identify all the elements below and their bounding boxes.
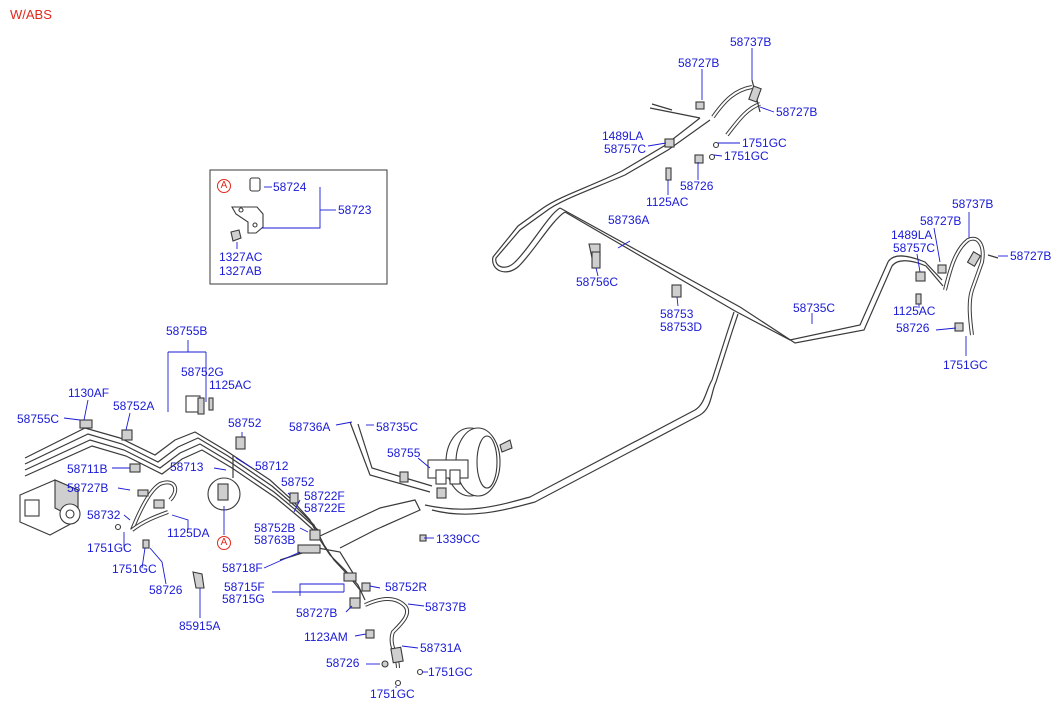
label-1327ac: 1327AC [219,250,263,264]
label-58726-bot: 58726 [326,656,360,670]
label-58736a-left: 58736A [289,420,331,434]
brake-booster [349,421,513,542]
label-58715g: 58715G [222,592,265,606]
bottom-hose-assembly [349,597,424,687]
label-1489la-top: 1489LA [602,129,644,143]
label-58722f: 58722F [304,489,345,503]
label-58753: 58753 [660,307,694,321]
label-58755: 58755 [387,446,421,460]
label-58727b-top1: 58727B [678,56,720,70]
label-58752-2: 58752 [281,475,315,489]
label-58757c-top: 58757C [604,142,647,156]
label-58735c-mid: 58735C [793,301,836,315]
label-1339cc: 1339CC [436,532,481,546]
label-58753d: 58753D [660,320,703,334]
label-58757c-right: 58757C [893,241,936,255]
label-58727b-left: 58727B [67,481,109,495]
abs-unit [19,479,81,536]
label-58737b-top: 58737B [730,35,772,49]
label-1125ac-right: 1125AC [893,304,936,318]
label-58726-top: 58726 [680,179,714,193]
top-hose-assembly [664,79,762,181]
label-58731a: 58731A [420,641,462,655]
label-58722e: 58722E [304,501,346,515]
label-58752g: 58752G [181,365,224,379]
label-58755c: 58755C [17,412,60,426]
label-58735c-left: 58735C [376,420,419,434]
label-1751gc-top2: 1751GC [724,149,769,163]
label-58755b: 58755B [166,324,208,338]
detail-box-frame [209,169,388,285]
label-1125ac-left: 1125AC [209,378,252,392]
label-1751gc-top1: 1751GC [742,136,787,150]
label-1751gc-bot1: 1751GC [428,665,473,679]
label-58732: 58732 [87,508,121,522]
label-58726-left: 58726 [149,583,183,597]
detail-bracket [230,177,264,242]
label-58723: 58723 [338,203,372,217]
label-1327ab: 1327AB [219,264,262,278]
label-58726-right: 58726 [896,321,930,335]
label-58711b: 58711B [67,462,108,476]
label-1751gc-left1: 1751GC [87,541,132,555]
variant-heading: W/ABS [10,7,52,22]
bracket-assembly [185,395,214,415]
front-brake-lines [24,419,421,603]
marker-a-box: A [217,179,231,193]
label-58724: 58724 [273,180,307,194]
label-58752-1: 58752 [228,416,262,430]
label-58718f: 58718F [222,561,263,575]
label-58756c: 58756C [576,275,619,289]
label-58727b-bot: 58727B [296,606,338,620]
label-58727b-right2: 58727B [1010,249,1052,263]
label-1751gc-right: 1751GC [943,358,988,372]
label-58737b-right: 58737B [952,197,994,211]
label-58752b: 58752B [254,521,296,535]
label-1751gc-bot2: 1751GC [370,687,415,701]
left-hose-assembly [114,477,241,589]
label-58736a-mid: 58736A [608,213,650,227]
label-58727b-right1: 58727B [920,214,962,228]
label-1751gc-left2: 1751GC [112,562,157,576]
label-58712: 58712 [255,459,289,473]
label-58752a: 58752A [113,399,155,413]
label-1489la-right: 1489LA [891,228,933,242]
label-58752r: 58752R [385,580,428,594]
label-85915a: 85915A [179,619,221,633]
label-1125ac-top: 1125AC [646,195,689,209]
label-58727b-top2: 58727B [776,105,818,119]
label-58737b-bot: 58737B [425,600,467,614]
right-hose-assembly [915,236,999,336]
label-1123am: 1123AM [304,630,348,644]
label-1125da: 1125DA [167,526,210,540]
label-58715f: 58715F [224,580,265,594]
marker-a-lower: A [217,536,231,550]
label-58763b: 58763B [254,533,296,547]
mid-clips [588,243,682,298]
main-brake-lines [424,103,944,515]
label-58713: 58713 [170,460,204,474]
label-1130af: 1130AF [68,386,110,400]
